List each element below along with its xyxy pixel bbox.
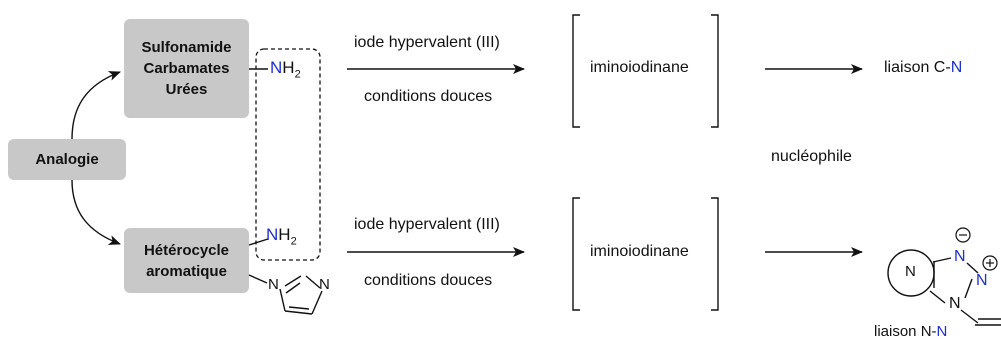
nh2-subscript: 2 bbox=[290, 235, 297, 248]
top-reagent: iode hypervalent (III) bbox=[354, 34, 500, 51]
top-result: liaison C-N bbox=[884, 59, 962, 77]
plus-charge-icon bbox=[982, 255, 998, 271]
analogy-label: Analogie bbox=[35, 151, 99, 168]
nh2-subscript: 2 bbox=[294, 68, 301, 81]
triazole-product bbox=[887, 249, 1001, 326]
bottom-left-bracket bbox=[572, 197, 580, 311]
triazole-n-bottom: N bbox=[949, 295, 961, 312]
top-intermediate: iminoiodinane bbox=[590, 59, 689, 76]
top-right-bracket bbox=[711, 14, 719, 128]
curved-arrow-up bbox=[71, 71, 121, 140]
pyrazole-structure bbox=[248, 274, 323, 315]
pyrazole-n1: N bbox=[268, 276, 279, 293]
nh2-n: N bbox=[266, 225, 279, 244]
top-nh2-label: NH2 bbox=[270, 58, 301, 80]
result-atom: N bbox=[950, 59, 963, 76]
bond-bottom-nh2 bbox=[248, 238, 269, 246]
analogy-box: Analogie bbox=[8, 139, 126, 180]
substrate-line-2: aromatique bbox=[146, 262, 227, 280]
bottom-right-bracket bbox=[711, 197, 719, 311]
bottom-conditions: conditions douces bbox=[364, 272, 493, 289]
nh2-h: H bbox=[278, 225, 291, 244]
triazole-n-minus: N bbox=[954, 248, 966, 265]
pyrazole-n2: N bbox=[319, 276, 330, 293]
bottom-result: liaison N-N bbox=[874, 323, 947, 340]
curved-arrow-down bbox=[71, 179, 121, 245]
nh2-dashed-box bbox=[255, 48, 321, 261]
result-prefix: liaison C- bbox=[884, 59, 951, 76]
minus-charge-icon bbox=[955, 227, 971, 243]
top-conditions: conditions douces bbox=[364, 88, 493, 105]
substrate-line-3: Urées bbox=[165, 81, 208, 98]
bottom-intermediate: iminoiodinane bbox=[590, 243, 689, 260]
bottom-reagent: iode hypervalent (III) bbox=[354, 216, 500, 233]
bottom-nh2-label: NH2 bbox=[266, 225, 297, 247]
ring-n-label: N bbox=[905, 263, 916, 280]
triazole-n-plus: N bbox=[976, 272, 988, 289]
nh2-n: N bbox=[270, 58, 283, 77]
substrate-line-1: Hétérocycle bbox=[143, 241, 230, 259]
result-atom: N bbox=[936, 323, 948, 340]
substrate-line-2: Carbamates bbox=[143, 60, 230, 77]
nh2-h: H bbox=[282, 58, 295, 77]
nucleophile-label: nucléophile bbox=[771, 148, 852, 165]
top-substrate-box: Sulfonamide Carbamates Urées bbox=[124, 19, 249, 118]
result-prefix: liaison N- bbox=[874, 323, 937, 340]
substrate-line-1: Sulfonamide bbox=[141, 39, 232, 56]
top-left-bracket bbox=[572, 14, 580, 128]
bottom-substrate-box: Hétérocycle aromatique bbox=[124, 228, 249, 293]
